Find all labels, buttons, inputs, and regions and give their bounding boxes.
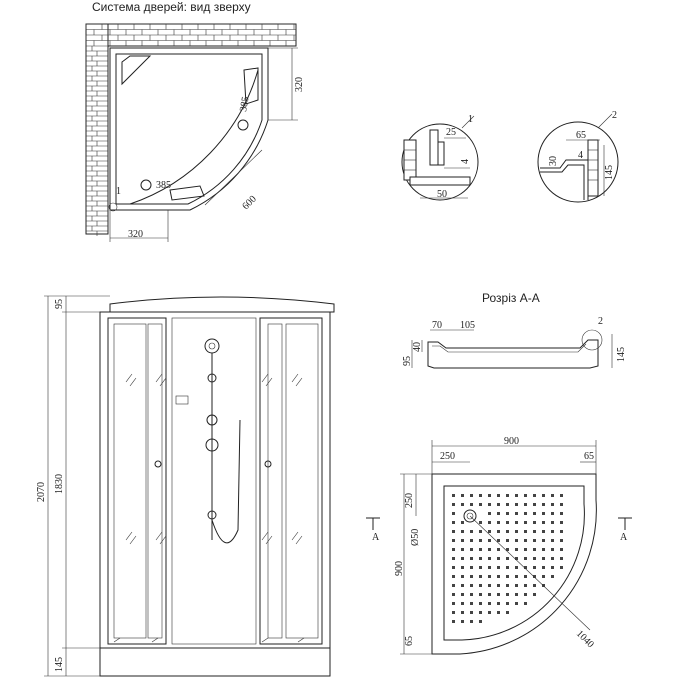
detail1-dim-4: 4 [460, 159, 471, 164]
tray-dim-drain: Ø50 [410, 529, 421, 546]
section-dim-40: 40 [412, 342, 423, 352]
tray-dim-250-side: 250 [404, 493, 415, 508]
dim-mid-1830: 1830 [54, 474, 65, 494]
tray-dim-900-height: 900 [394, 561, 405, 576]
section-dim-145: 145 [616, 347, 627, 362]
dim-top-95: 95 [54, 299, 65, 309]
door-right [259, 317, 323, 645]
dim-arc-600: 600 [240, 194, 258, 212]
front-view: 2070 95 1830 145 [36, 295, 335, 677]
section-dim-70: 70 [432, 320, 442, 331]
brick-wall [85, 23, 297, 236]
cut-mark-right [618, 517, 632, 530]
section-aa: Розріз А-А 70 105 95 40 145 2 [402, 291, 627, 369]
door-panel-right [243, 67, 259, 105]
detail1-dim-50: 50 [437, 189, 447, 200]
detail1-dim-25: 25 [446, 127, 456, 138]
tray-base [99, 647, 331, 677]
cabin-frame [99, 311, 331, 649]
dim-side-320: 320 [294, 77, 305, 92]
anti-slip-dots [452, 494, 563, 623]
section-dim-105: 105 [460, 320, 475, 331]
section-title: Розріз А-А [482, 291, 540, 305]
cut-label-left: A [372, 532, 380, 543]
detail2-dim-4: 4 [578, 150, 583, 161]
dim-r1-385: 385 [238, 96, 251, 113]
detail2-callout: 2 [612, 110, 617, 121]
detail-1: 25 4 50 1 [401, 114, 479, 201]
tray-top-view: 1040 Ø50 900 250 65 900 250 65 A A [366, 436, 632, 655]
tray-dim-1040: 1040 [574, 628, 596, 650]
tray-inner [443, 485, 585, 641]
dim-bottom-145: 145 [54, 657, 65, 672]
tray-dim-65-side: 65 [404, 636, 415, 646]
tray-dim-250-top: 250 [440, 451, 455, 462]
door-panel-bottom [169, 185, 205, 201]
hose [211, 419, 241, 544]
dim-r2-385: 385 [156, 180, 171, 191]
detail2-dim-65: 65 [576, 130, 586, 141]
detail2-dim-30: 30 [548, 156, 559, 166]
callout-1: 1 [116, 186, 121, 197]
tray-dim-65-top: 65 [584, 451, 594, 462]
door-arc [129, 69, 259, 205]
drain-icon [463, 509, 477, 523]
enclosure-inner [115, 53, 263, 205]
dim-bottom-320: 320 [128, 229, 143, 240]
detail2-dim-145: 145 [604, 165, 615, 180]
handle-right [237, 119, 249, 131]
roof [109, 296, 335, 313]
dim-total-2070: 2070 [36, 482, 47, 502]
shower-head-icon [204, 338, 220, 354]
corner-panel [121, 55, 152, 86]
top-view-title: Система дверей: вид зверху [92, 0, 251, 14]
back-panel [171, 317, 257, 645]
section-dim-95: 95 [402, 356, 413, 366]
detail1-callout: 1 [468, 114, 473, 125]
tray-section [427, 339, 599, 369]
detail-2: 65 30 4 145 2 [537, 110, 619, 203]
tray-dim-900-width: 900 [504, 436, 519, 447]
section-callout-2: 2 [598, 316, 603, 327]
door-left [107, 317, 167, 645]
cut-mark-left [366, 517, 380, 530]
cut-label-right: A [620, 532, 628, 543]
handle-bottom [140, 179, 152, 191]
tray-outline [431, 473, 597, 655]
top-view: Система дверей: вид зверху 320 320 385 3… [85, 0, 305, 242]
